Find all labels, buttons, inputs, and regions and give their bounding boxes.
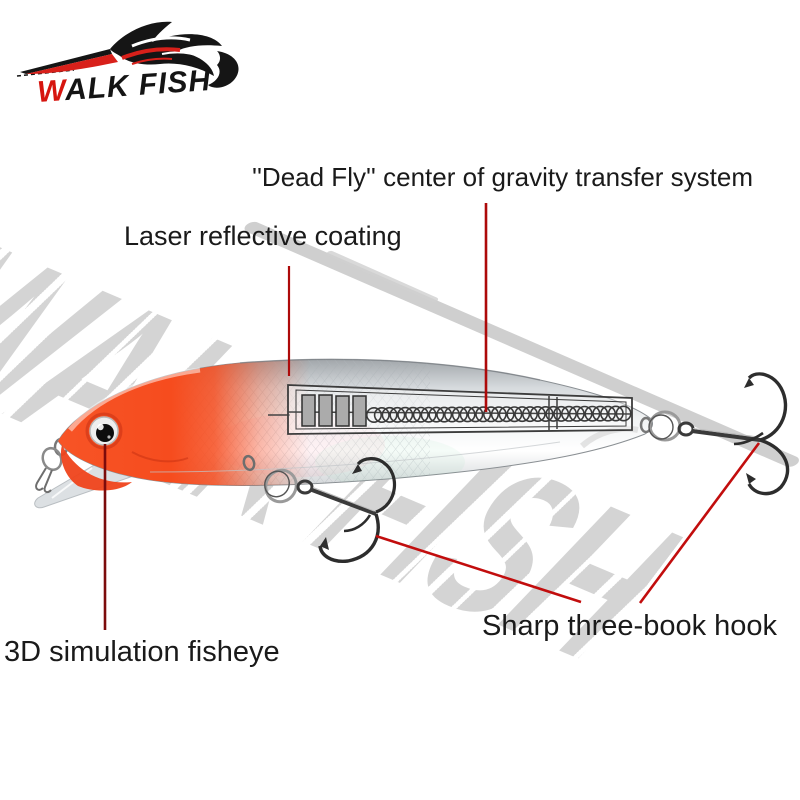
- ballast-weights: [301, 394, 367, 427]
- callout-line-tail-hook: [638, 442, 761, 604]
- back-ridge-line: [239, 358, 541, 381]
- marlin-fish-icon: [16, 21, 239, 88]
- weight-transfer-system: [268, 384, 633, 435]
- label-3d-fisheye: 3D simulation fisheye: [4, 636, 280, 668]
- brand-name-rest: ALK FISH: [63, 64, 213, 107]
- label-laser-coating: Laser reflective coating: [124, 221, 402, 251]
- belly-treble-hook: [242, 454, 397, 563]
- belly-seam-line: [149, 441, 561, 473]
- tail-treble-hook: [639, 372, 790, 496]
- 3d-fisheye: [85, 412, 123, 450]
- callout-line-belly-hook: [375, 534, 582, 604]
- brand-logo: WALK FISH: [16, 21, 239, 109]
- label-treble-hook: Sharp three-book hook: [482, 610, 778, 642]
- brand-initial: W: [36, 74, 69, 109]
- label-dead-fly-system: ''Dead Fly'' center of gravity transfer …: [252, 162, 754, 192]
- lure: [34, 358, 790, 563]
- transfer-spring-coil: [365, 405, 632, 423]
